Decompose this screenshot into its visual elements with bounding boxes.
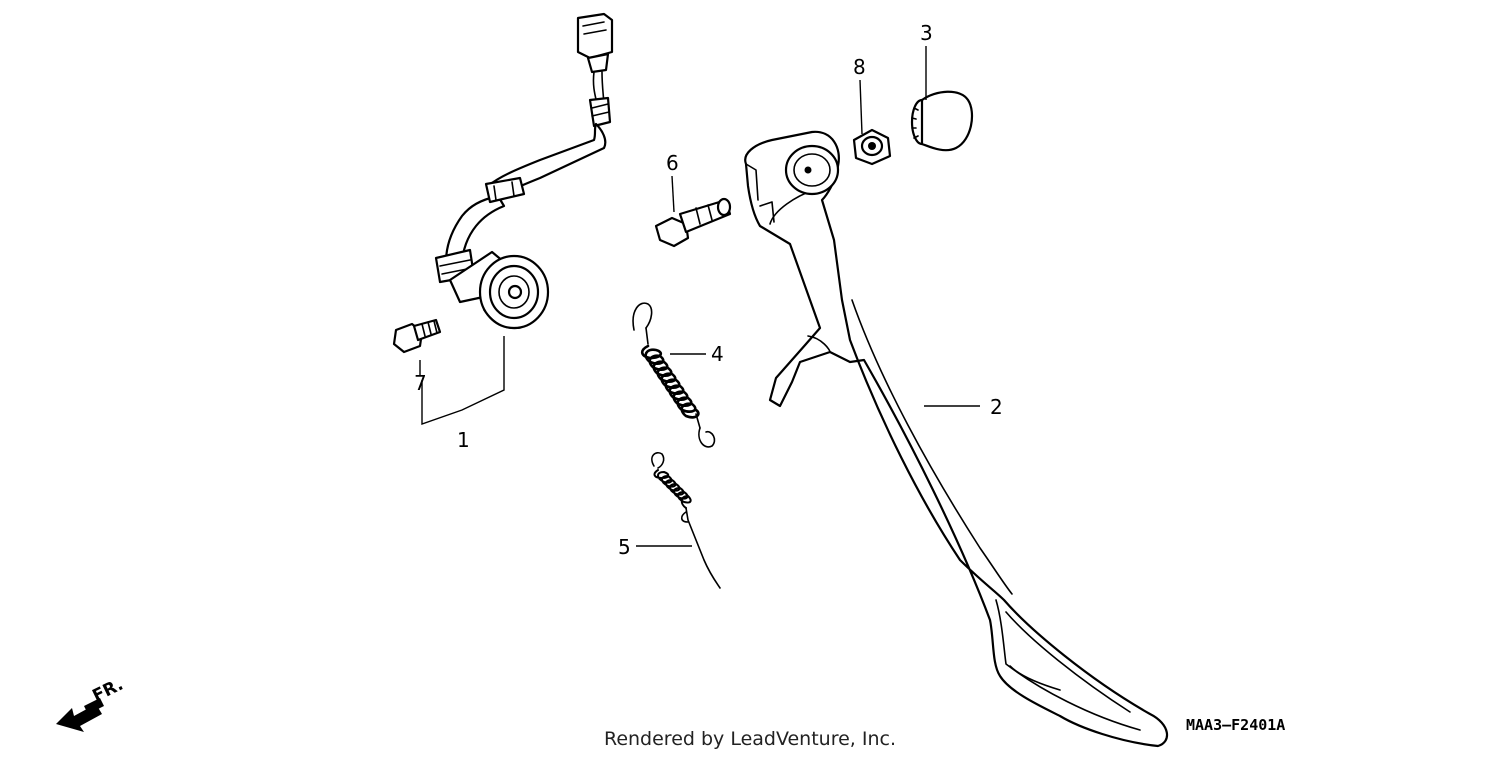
spring-4[interactable] xyxy=(632,302,716,448)
callout-4: 4 xyxy=(711,342,724,366)
cap-3[interactable] xyxy=(910,90,974,152)
bolt-7[interactable] xyxy=(392,318,442,354)
callout-6: 6 xyxy=(666,151,679,175)
leader-6 xyxy=(671,175,675,213)
leader-8 xyxy=(859,79,863,135)
nut-8[interactable] xyxy=(852,128,892,166)
callout-2: 2 xyxy=(990,395,1003,419)
callout-7: 7 xyxy=(414,371,427,395)
leader-1 xyxy=(421,336,505,425)
pivot-bolt-6[interactable] xyxy=(654,197,732,248)
side-stand-2[interactable] xyxy=(744,130,1168,748)
leader-lines xyxy=(419,46,980,547)
callout-labels: 1 2 3 4 5 6 7 8 xyxy=(414,21,1003,559)
callout-5: 5 xyxy=(618,535,631,559)
spring-5[interactable] xyxy=(651,451,721,589)
callout-3: 3 xyxy=(920,21,933,45)
front-direction-label: FR. xyxy=(89,675,126,707)
render-credit: Rendered by LeadVenture, Inc. xyxy=(603,728,897,750)
front-direction-indicator: FR. xyxy=(56,675,126,732)
callout-8: 8 xyxy=(853,55,866,79)
callout-1: 1 xyxy=(457,428,470,452)
side-stand-switch[interactable] xyxy=(434,12,614,330)
diagram-code: MAA3—F2401A xyxy=(1186,716,1285,734)
